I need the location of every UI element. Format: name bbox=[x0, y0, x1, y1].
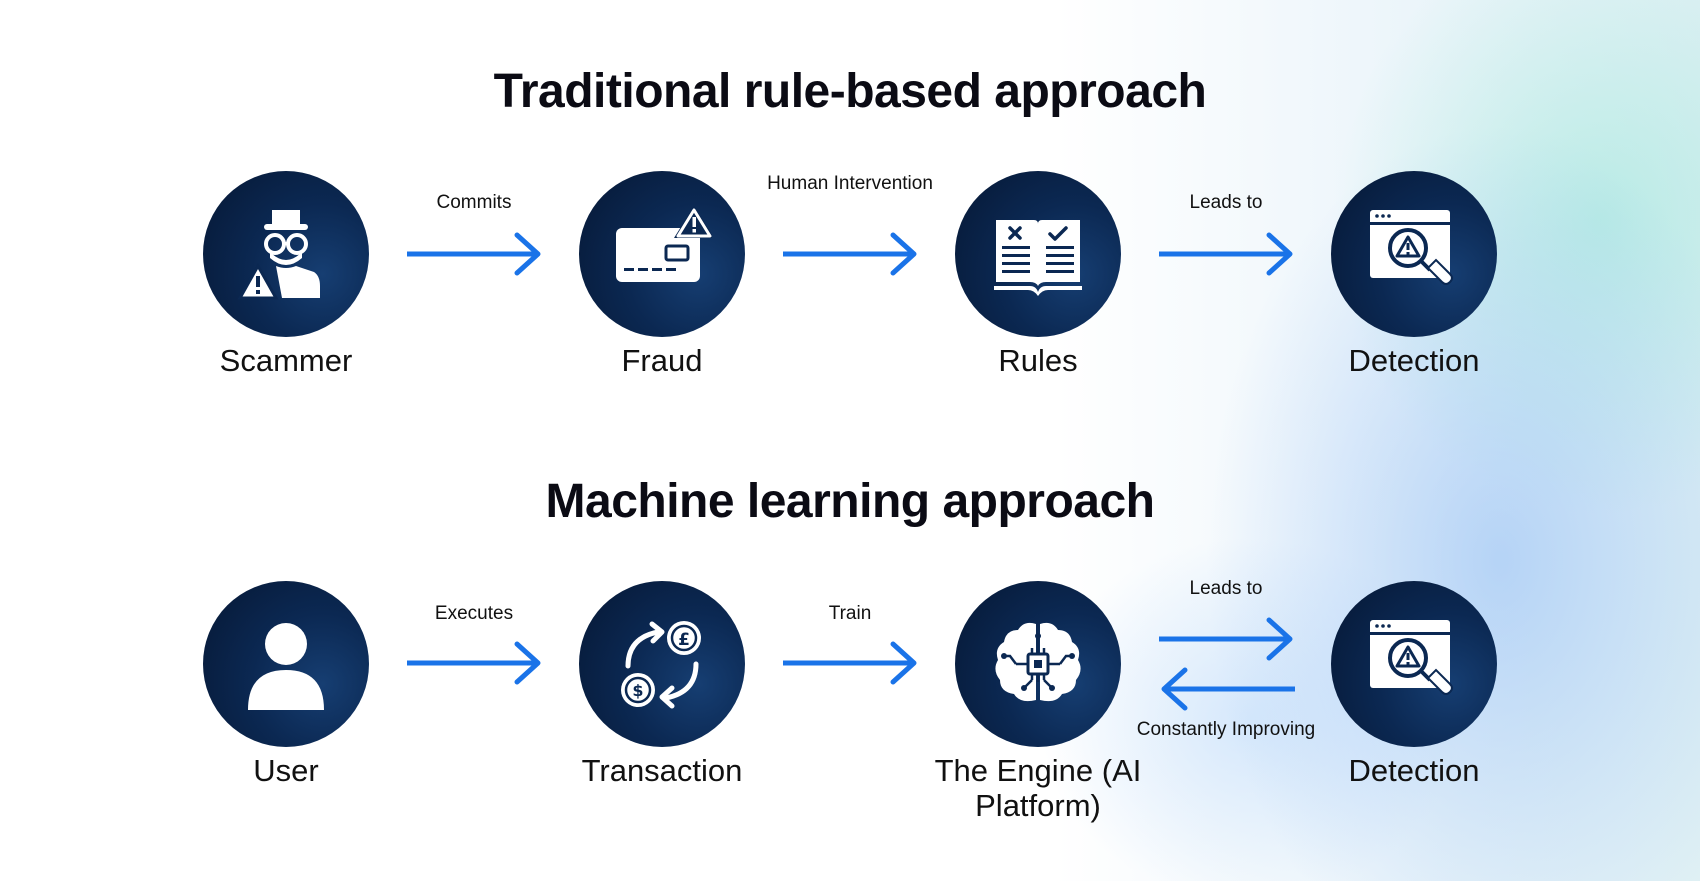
node-transaction: £ $ bbox=[579, 581, 745, 747]
arrow-leads-to bbox=[1159, 232, 1293, 276]
edge-label-executes: Executes bbox=[434, 603, 514, 624]
rule-book-icon bbox=[994, 220, 1082, 296]
card-warning-icon bbox=[616, 206, 712, 282]
detection-icon bbox=[1370, 620, 1453, 695]
node-label-rules: Rules bbox=[998, 343, 1078, 378]
node-label-transaction: Transaction bbox=[581, 753, 743, 788]
edge-label-commits: Commits bbox=[436, 192, 512, 213]
node-detection bbox=[1331, 171, 1497, 337]
node-label-user: User bbox=[253, 753, 319, 788]
edge-label-train: Train bbox=[828, 603, 872, 624]
ai-brain-icon bbox=[995, 622, 1081, 702]
user-icon bbox=[248, 623, 324, 710]
edge-label-human-intervention: Human Intervention bbox=[767, 173, 933, 194]
node-label-the-engine: The Engine (AI Platform) bbox=[934, 753, 1142, 823]
section-title-machine-learning: Machine learning approach bbox=[545, 475, 1155, 528]
node-label-scammer: Scammer bbox=[219, 343, 353, 378]
node-fraud bbox=[579, 171, 745, 337]
node-the-engine bbox=[955, 581, 1121, 747]
edge-label-leads-to: Leads to bbox=[1189, 192, 1263, 213]
node-rules bbox=[955, 171, 1121, 337]
section-title-rule-based: Traditional rule-based approach bbox=[493, 65, 1207, 118]
currency-exchange-icon: £ $ bbox=[621, 621, 701, 709]
arrow-commits bbox=[407, 232, 541, 276]
edge-label-constantly-improving: Constantly Improving bbox=[1136, 719, 1316, 740]
node-label-fraud: Fraud bbox=[621, 343, 703, 378]
svg-text:£: £ bbox=[678, 630, 690, 650]
detection-icon bbox=[1370, 210, 1453, 285]
node-label-detection-ml: Detection bbox=[1348, 753, 1480, 788]
arrow-executes bbox=[407, 641, 541, 685]
arrow-human-intervention bbox=[783, 232, 917, 276]
arrow-leads-to-ml bbox=[1159, 617, 1293, 661]
node-detection-ml bbox=[1331, 581, 1497, 747]
scammer-icon bbox=[237, 210, 320, 300]
node-scammer bbox=[203, 171, 369, 337]
arrow-train bbox=[783, 641, 917, 685]
edge-label-leads-to-ml: Leads to bbox=[1189, 578, 1263, 599]
svg-text:$: $ bbox=[632, 681, 643, 700]
arrow-constantly-improving bbox=[1161, 667, 1295, 711]
node-label-detection: Detection bbox=[1348, 343, 1480, 378]
node-user bbox=[203, 581, 369, 747]
